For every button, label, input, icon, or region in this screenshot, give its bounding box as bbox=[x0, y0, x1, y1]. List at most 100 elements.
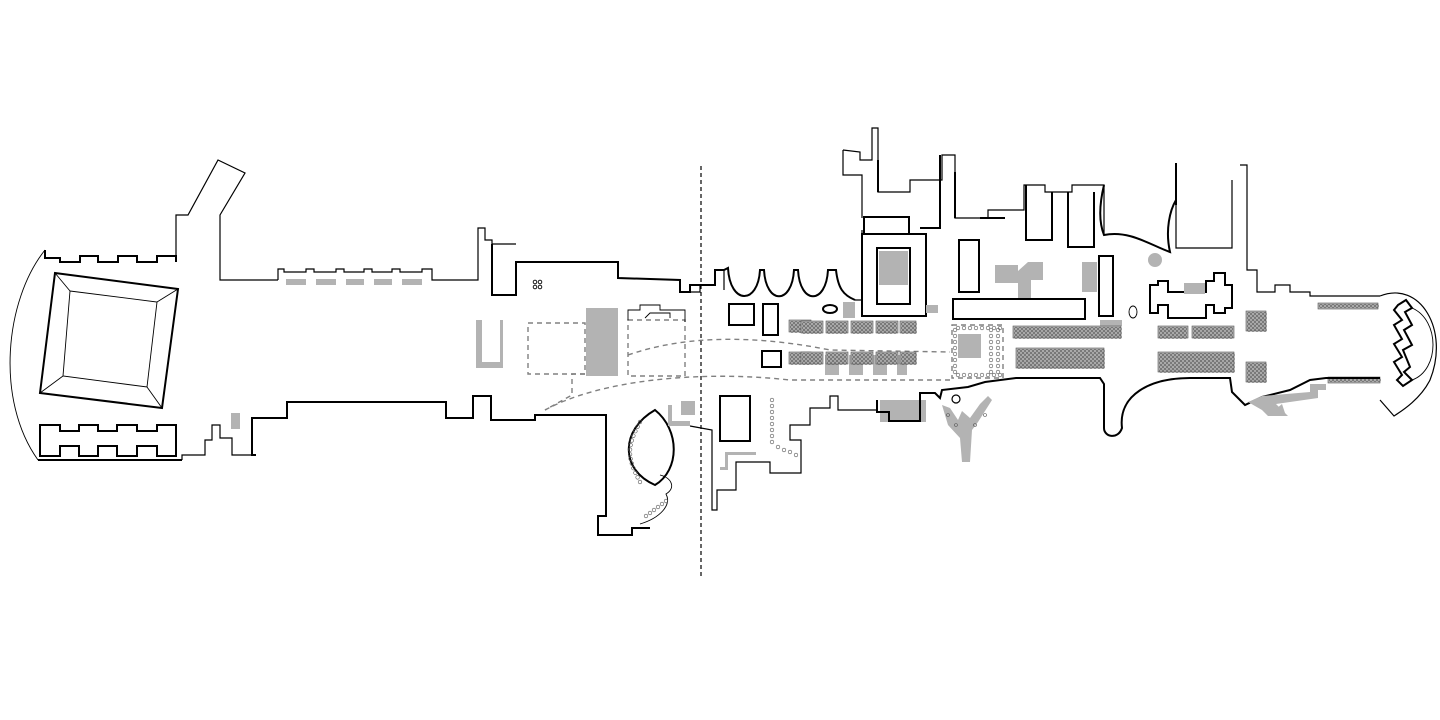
tree-dot bbox=[1037, 357, 1041, 361]
tree-dot bbox=[1163, 369, 1167, 373]
tree-dot bbox=[1073, 353, 1077, 357]
tree-dot bbox=[1171, 361, 1175, 365]
tree-dot bbox=[1159, 335, 1163, 339]
tree-dot bbox=[1205, 327, 1209, 331]
tree-dot bbox=[1201, 327, 1205, 331]
tree-dot bbox=[1171, 327, 1175, 331]
tree-dot bbox=[856, 357, 860, 361]
east-tower-2 bbox=[954, 172, 1005, 219]
tree-dot bbox=[868, 322, 872, 326]
tree-dot bbox=[1263, 312, 1267, 316]
tree-dot bbox=[1074, 331, 1078, 335]
plaza-tree bbox=[995, 339, 1001, 345]
tree-dot bbox=[1217, 335, 1221, 339]
tree-dot bbox=[794, 357, 798, 361]
tree-dot bbox=[1033, 361, 1037, 365]
tree-dot bbox=[1070, 327, 1074, 331]
west-small-gray-block bbox=[231, 413, 240, 429]
tree-dot bbox=[1030, 335, 1034, 339]
tree-dot bbox=[1231, 365, 1235, 369]
lens-tree bbox=[627, 452, 633, 457]
tree-dot bbox=[835, 357, 839, 361]
tree-dot bbox=[1042, 327, 1046, 331]
tree-dot bbox=[1183, 335, 1187, 339]
tree-dot bbox=[1179, 331, 1183, 335]
tree-dot bbox=[1247, 375, 1251, 379]
tree-dot bbox=[1163, 365, 1167, 369]
tree-dot bbox=[1086, 327, 1090, 331]
east-arcade-frame bbox=[690, 230, 863, 301]
east-small-circle bbox=[951, 394, 961, 404]
tree-dot bbox=[1227, 369, 1231, 373]
tree-dot bbox=[1259, 316, 1263, 320]
tree-dot bbox=[1097, 353, 1101, 357]
tree-dot bbox=[794, 321, 798, 325]
plaza-tree bbox=[991, 372, 997, 378]
lens-tree bbox=[633, 470, 638, 475]
street-tree bbox=[769, 439, 775, 445]
tree-dot bbox=[835, 330, 839, 334]
tree-dot bbox=[1114, 327, 1118, 331]
tree-dot bbox=[1183, 357, 1187, 361]
tree-dot bbox=[839, 353, 843, 357]
tree-dot bbox=[1097, 365, 1101, 369]
tree-dot bbox=[1086, 331, 1090, 335]
tree-dot bbox=[1049, 357, 1053, 361]
tree-dot bbox=[1085, 353, 1089, 357]
tree-dot bbox=[893, 330, 897, 334]
east-u-wing-1 bbox=[1025, 185, 1053, 241]
tree-dot bbox=[1062, 331, 1066, 335]
tree-dot bbox=[856, 353, 860, 357]
plaza-tree bbox=[979, 372, 985, 378]
tree-dot bbox=[1029, 361, 1033, 365]
tree-dot bbox=[1069, 353, 1073, 357]
street-tree bbox=[769, 409, 775, 415]
east-box-2 bbox=[762, 303, 779, 336]
tree-dot bbox=[856, 322, 860, 326]
tree-dot bbox=[1101, 361, 1105, 365]
street-tree bbox=[793, 452, 799, 458]
tree-dot bbox=[1053, 361, 1057, 365]
tree-dot bbox=[1090, 331, 1094, 335]
tree-dot bbox=[1110, 331, 1114, 335]
tree-dot bbox=[1207, 361, 1211, 365]
tree-dot bbox=[1081, 357, 1085, 361]
plaza-tree bbox=[973, 325, 979, 331]
east-plaza-dashed bbox=[951, 324, 1004, 379]
tree-dot bbox=[814, 357, 818, 361]
tree-dot bbox=[1263, 328, 1267, 332]
tree-dot bbox=[1227, 353, 1231, 357]
street-tree bbox=[769, 397, 775, 403]
tree-dot bbox=[1225, 327, 1229, 331]
tree-dot bbox=[831, 326, 835, 330]
east-round-feature bbox=[1148, 253, 1162, 267]
tree-dot bbox=[877, 330, 881, 334]
tree-dot bbox=[1081, 365, 1085, 369]
tree-dot bbox=[1018, 335, 1022, 339]
tree-dot bbox=[1050, 335, 1054, 339]
circulation-route-lower bbox=[544, 375, 950, 411]
tree-dot bbox=[1014, 331, 1018, 335]
tree-dot bbox=[852, 357, 856, 361]
plaza-tree bbox=[988, 339, 994, 345]
plaza-tree bbox=[961, 325, 967, 331]
tree-dot bbox=[1179, 327, 1183, 331]
east-oval-pool bbox=[822, 304, 838, 314]
tree-dot bbox=[1034, 331, 1038, 335]
tree-dot bbox=[1263, 320, 1267, 324]
tree-dot bbox=[1025, 365, 1029, 369]
tree-dot bbox=[806, 361, 810, 365]
tree-dot bbox=[1025, 353, 1029, 357]
lens-tree bbox=[635, 424, 640, 429]
plaza-tree bbox=[991, 325, 997, 331]
tree-dot bbox=[1211, 357, 1215, 361]
tree-dot bbox=[1163, 335, 1167, 339]
tree-dot bbox=[889, 326, 893, 330]
tree-dot bbox=[1263, 379, 1267, 383]
lens-tree bbox=[628, 443, 633, 448]
tree-dot bbox=[881, 326, 885, 330]
tree-dot bbox=[864, 330, 868, 334]
tree-dot bbox=[1223, 369, 1227, 373]
tree-dot bbox=[1217, 327, 1221, 331]
plaza-tree bbox=[995, 351, 1001, 357]
